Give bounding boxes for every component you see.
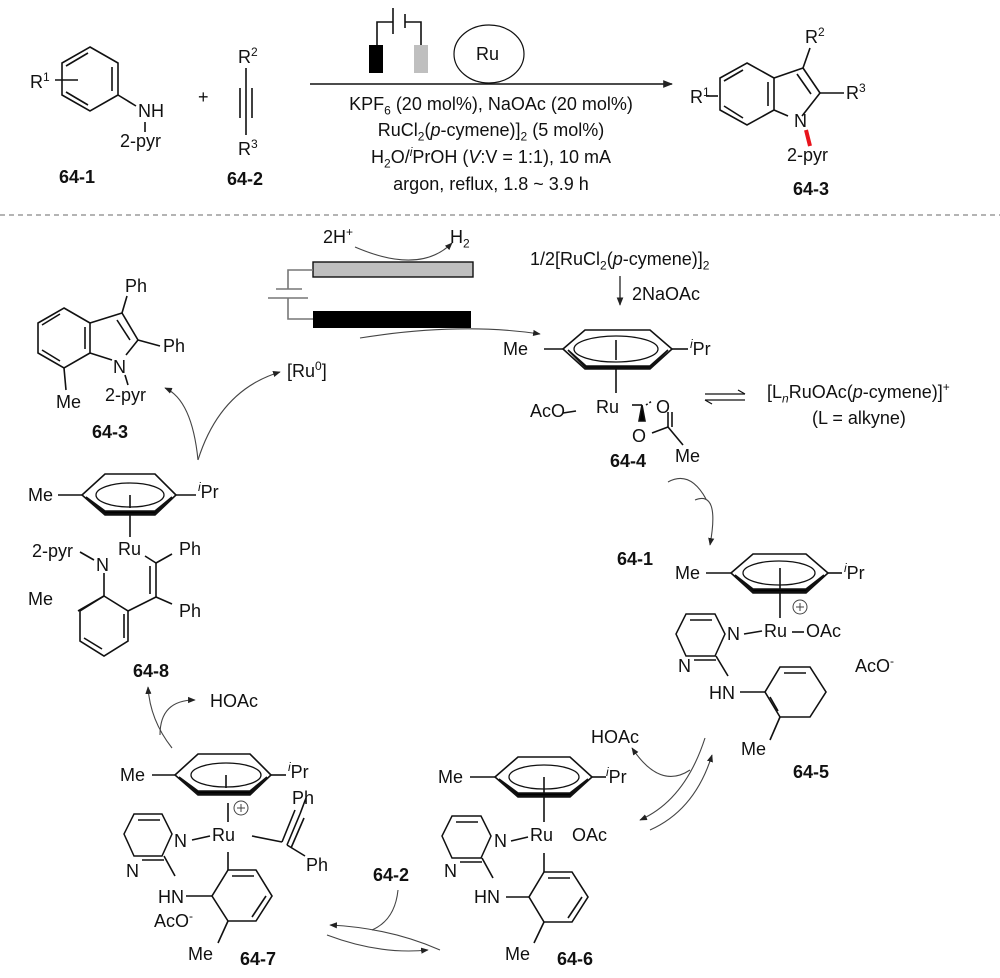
- compound-id-64-1: 64-1: [59, 167, 96, 187]
- hn-64-7: HN: [158, 887, 184, 907]
- compound-id-64-4: 64-4: [610, 451, 647, 471]
- r2-label: R2: [238, 45, 258, 67]
- n2-64-5: N: [678, 656, 691, 676]
- electrode-schematic: [268, 242, 541, 339]
- product-r2: R2: [805, 25, 825, 47]
- base-label: 2NaOAc: [632, 284, 701, 304]
- electrolysis-cell-icon: [369, 8, 428, 73]
- proton-label: 2H+: [323, 225, 354, 247]
- intermediate-64-6: [441, 756, 606, 944]
- equilibrium-note: (L = alkyne): [812, 408, 906, 428]
- ru-64-5: Ru: [764, 621, 788, 641]
- ru-64-4: Ru: [596, 397, 620, 417]
- n-64-7: N: [174, 831, 187, 851]
- reactant-64-2-alkyne: [239, 68, 253, 135]
- intermediate-64-8: [58, 473, 196, 657]
- dg-label: 2-pyr: [120, 131, 162, 151]
- intermediate-64-4: [544, 329, 688, 446]
- ru-cycle-icon: [453, 24, 525, 84]
- n-64-8: N: [96, 555, 109, 575]
- ru-64-6: Ru: [530, 825, 554, 845]
- n-64-6: N: [494, 831, 507, 851]
- acetate-64-5: AcO-: [855, 654, 895, 676]
- me2-64-4: Me: [675, 446, 701, 466]
- compound-id-64-3: 64-3: [793, 179, 830, 199]
- o2-64-4: O: [632, 426, 647, 446]
- oac-64-5: OAc: [806, 621, 842, 641]
- ipr-64-5: iPr: [844, 561, 865, 583]
- me-64-4: Me: [503, 339, 529, 359]
- condition-line-2: RuCl2(p-cymene)]2 (5 mol%): [377, 120, 605, 144]
- me-64-6: Me: [438, 767, 464, 787]
- intermediate-64-7: [123, 753, 307, 944]
- reactant-64-1-ring: [55, 46, 146, 132]
- precursor-label: 1/2[RuCl2(p-cymene)]2: [530, 249, 710, 273]
- ph2-64-8: Ph: [179, 601, 202, 621]
- me2-64-8: Me: [28, 589, 54, 609]
- product-r3: R3: [846, 81, 866, 103]
- ipr-64-6: iPr: [606, 765, 627, 787]
- oac-64-6: OAc: [572, 825, 608, 845]
- ru-circle-label: Ru: [476, 44, 500, 64]
- ph2-64-7: Ph: [306, 855, 329, 875]
- ru-64-8: Ru: [118, 539, 142, 559]
- nh-label: NH: [138, 101, 164, 121]
- me-64-5: Me: [675, 563, 701, 583]
- product-64-3-example: [37, 295, 161, 391]
- condition-line-3: H2O/iPrOH (V:V = 1:1), 10 mA: [371, 145, 611, 171]
- ph1-64-7: Ph: [292, 788, 315, 808]
- reagent-64-1: 64-1: [617, 549, 654, 569]
- compound-id-64-7: 64-7: [240, 949, 277, 969]
- me2-64-5: Me: [741, 739, 767, 759]
- hn-64-6: HN: [474, 887, 500, 907]
- ipr-64-8: iPr: [198, 480, 219, 502]
- r3-label: R3: [238, 137, 258, 159]
- equilibrium-arrows: [704, 389, 746, 405]
- product-dg: 2-pyr: [787, 145, 829, 165]
- compound-id-64-5: 64-5: [793, 762, 830, 782]
- byproduct-hoac-1: HOAc: [591, 727, 640, 747]
- ph1-64-3: Ph: [125, 276, 148, 296]
- reagent-64-2: 64-2: [373, 865, 410, 885]
- ph2-64-3: Ph: [163, 336, 186, 356]
- dg-64-3-example: 2-pyr: [105, 385, 147, 405]
- ph1-64-8: Ph: [179, 539, 202, 559]
- product-n: N: [794, 111, 807, 131]
- o1-64-4: O: [656, 397, 671, 417]
- intermediate-64-5: [675, 553, 842, 741]
- me-64-3-example: Me: [56, 392, 82, 412]
- me-64-8: Me: [28, 485, 54, 505]
- n2-64-6: N: [444, 861, 457, 881]
- hn-64-5: HN: [709, 683, 735, 703]
- condition-line-1: KPF6 (20 mol%), NaOAc (20 mol%): [349, 94, 633, 118]
- product-64-3-indole: [706, 47, 844, 126]
- me2-64-6: Me: [505, 944, 531, 964]
- h2-label: H2: [450, 227, 470, 251]
- aco-64-4: AcO: [530, 401, 566, 421]
- condition-line-4: argon, reflux, 1.8 ~ 3.9 h: [393, 174, 589, 194]
- ru-64-7: Ru: [212, 825, 236, 845]
- new-cn-bond: [804, 129, 812, 147]
- product-r1: R1: [690, 85, 710, 107]
- r1-label: R1: [30, 70, 50, 92]
- n2-64-7: N: [126, 861, 139, 881]
- acetate-64-7: AcO-: [154, 909, 194, 931]
- compound-id-64-6: 64-6: [557, 949, 594, 969]
- n-64-5: N: [727, 624, 740, 644]
- ru0-label: [Ru0]: [287, 359, 327, 381]
- dg-64-8: 2-pyr: [32, 541, 74, 561]
- me-64-7: Me: [120, 765, 146, 785]
- compound-id-64-2: 64-2: [227, 169, 264, 189]
- compound-id-64-3-example: 64-3: [92, 422, 129, 442]
- me2-64-7: Me: [188, 944, 214, 964]
- ipr-64-7: iPr: [288, 760, 309, 782]
- compound-id-64-8: 64-8: [133, 661, 170, 681]
- byproduct-hoac-2: HOAc: [210, 691, 259, 711]
- equilibrium-species: [LnRuOAc(p-cymene)]+: [767, 380, 950, 406]
- plus-sign: +: [198, 87, 209, 107]
- n-64-3-example: N: [113, 357, 126, 377]
- ipr-64-4: iPr: [690, 337, 711, 359]
